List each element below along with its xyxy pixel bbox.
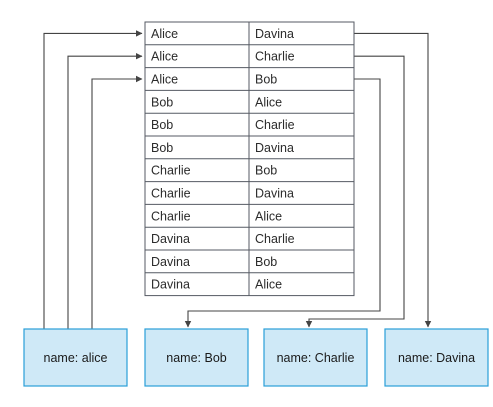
node-label: name: alice (44, 351, 108, 365)
table-row: Charlie Bob (151, 164, 277, 178)
node-bob[interactable]: name: Bob (144, 328, 249, 387)
table-cell-target: Bob (255, 73, 277, 87)
table-cell-target: Alice (255, 95, 282, 109)
table-row: Davina Bob (151, 255, 277, 269)
table-row: Bob Alice (151, 95, 282, 109)
node-box (384, 328, 489, 387)
node-label: name: Bob (166, 351, 227, 365)
table-cell-source: Davina (151, 232, 190, 246)
table-row: Bob Davina (151, 141, 294, 155)
table-cell-target: Bob (255, 164, 277, 178)
table-cell-source: Alice (151, 73, 178, 87)
table-cell-source: Bob (151, 118, 173, 132)
connector-arrow (91, 75, 143, 329)
table-row: Alice Davina (151, 27, 294, 41)
connector-arrow (305, 55, 405, 328)
table-cell-target: Davina (255, 27, 294, 41)
table-cell-target: Davina (255, 187, 294, 201)
table-cell-source: Charlie (151, 187, 191, 201)
table-row: Davina Alice (151, 278, 282, 292)
connector-arrow (354, 32, 432, 328)
node-alice[interactable]: name: alice (23, 328, 128, 387)
node-label: name: Davina (398, 351, 475, 365)
table-row: Davina Charlie (151, 232, 295, 246)
table-cell-source: Alice (151, 27, 178, 41)
table-cell-target: Bob (255, 255, 277, 269)
connector-arrow (67, 53, 143, 329)
table-cell-source: Charlie (151, 164, 191, 178)
table-cell-source: Bob (151, 141, 173, 155)
table-row: Alice Charlie (151, 50, 295, 64)
node-box (23, 328, 128, 387)
node-box (263, 328, 368, 387)
table-cell-target: Charlie (255, 232, 295, 246)
table-row: Bob Charlie (151, 118, 295, 132)
connector-arrow (43, 30, 143, 329)
node-box (144, 328, 249, 387)
table-row: Charlie Alice (151, 209, 282, 223)
name-nodes: name: alice name: Bob name: Charlie name: D… (23, 328, 489, 387)
table-cell-source: Davina (151, 255, 190, 269)
table-cell-target: Davina (255, 141, 294, 155)
table-cell-source: Alice (151, 50, 178, 64)
table-cell-target: Charlie (255, 50, 295, 64)
table-row: Charlie Davina (151, 187, 294, 201)
table-cell-source: Charlie (151, 209, 191, 223)
table-cell-target: Alice (255, 209, 282, 223)
table-cell-target: Alice (255, 278, 282, 292)
node-davina[interactable]: name: Davina (384, 328, 489, 387)
node-charlie[interactable]: name: Charlie (263, 328, 368, 387)
node-label: name: Charlie (277, 351, 355, 365)
connectors (43, 30, 432, 329)
table-row: Alice Bob (151, 73, 277, 87)
table-cell-source: Bob (151, 95, 173, 109)
table-cell-target: Charlie (255, 118, 295, 132)
table-cell-source: Davina (151, 278, 190, 292)
connector-arrow (184, 78, 381, 328)
